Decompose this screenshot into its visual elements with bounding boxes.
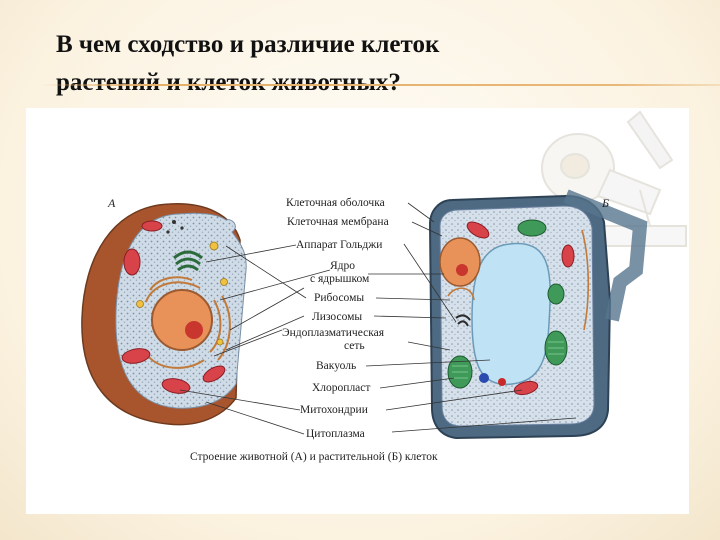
animal-cell-letter: А [108,196,116,210]
label-cell-wall: Клеточная оболочка [286,197,385,209]
title-line-1: В чем сходство и различие клеток [56,31,440,58]
animal-golgi [173,250,203,272]
label-er: Эндоплазматическая [282,327,384,339]
label-cytoplasm: Цитоплазма [306,428,365,440]
label-lysosomes: Лизосомы [312,311,363,323]
plant-cell [428,189,648,440]
label-ribosomes: Рибосомы [314,292,365,304]
figure-caption: Строение животной (А) и растительной (Б)… [190,451,438,463]
plant-cell-letter: Б [602,196,610,210]
label-vacuole: Вакуоль [316,360,357,372]
label-nucleus: Ядро [330,260,356,272]
label-chloroplast: Хлоропласт [312,382,371,394]
title-underline [40,84,720,86]
animal-cell [81,203,247,426]
slide-title: В чем сходство и различие клеток растени… [56,26,656,102]
label-golgi: Аппарат Гольджи [296,239,383,251]
chloroplast [517,219,547,237]
animal-nucleolus [185,321,203,339]
plant-nucleus [439,237,481,287]
animal-nucleus [151,289,213,351]
label-er-cont: сеть [344,340,365,352]
plant-vacuole [471,242,552,386]
label-mitochondria: Митохондрии [300,404,368,416]
label-cell-membrane: Клеточная мембрана [287,216,389,228]
label-nucleolus: с ядрышком [310,273,370,285]
title-line-2: растений и клеток животных? [56,69,401,96]
chloroplast [547,283,565,305]
leader-lines [179,202,577,435]
